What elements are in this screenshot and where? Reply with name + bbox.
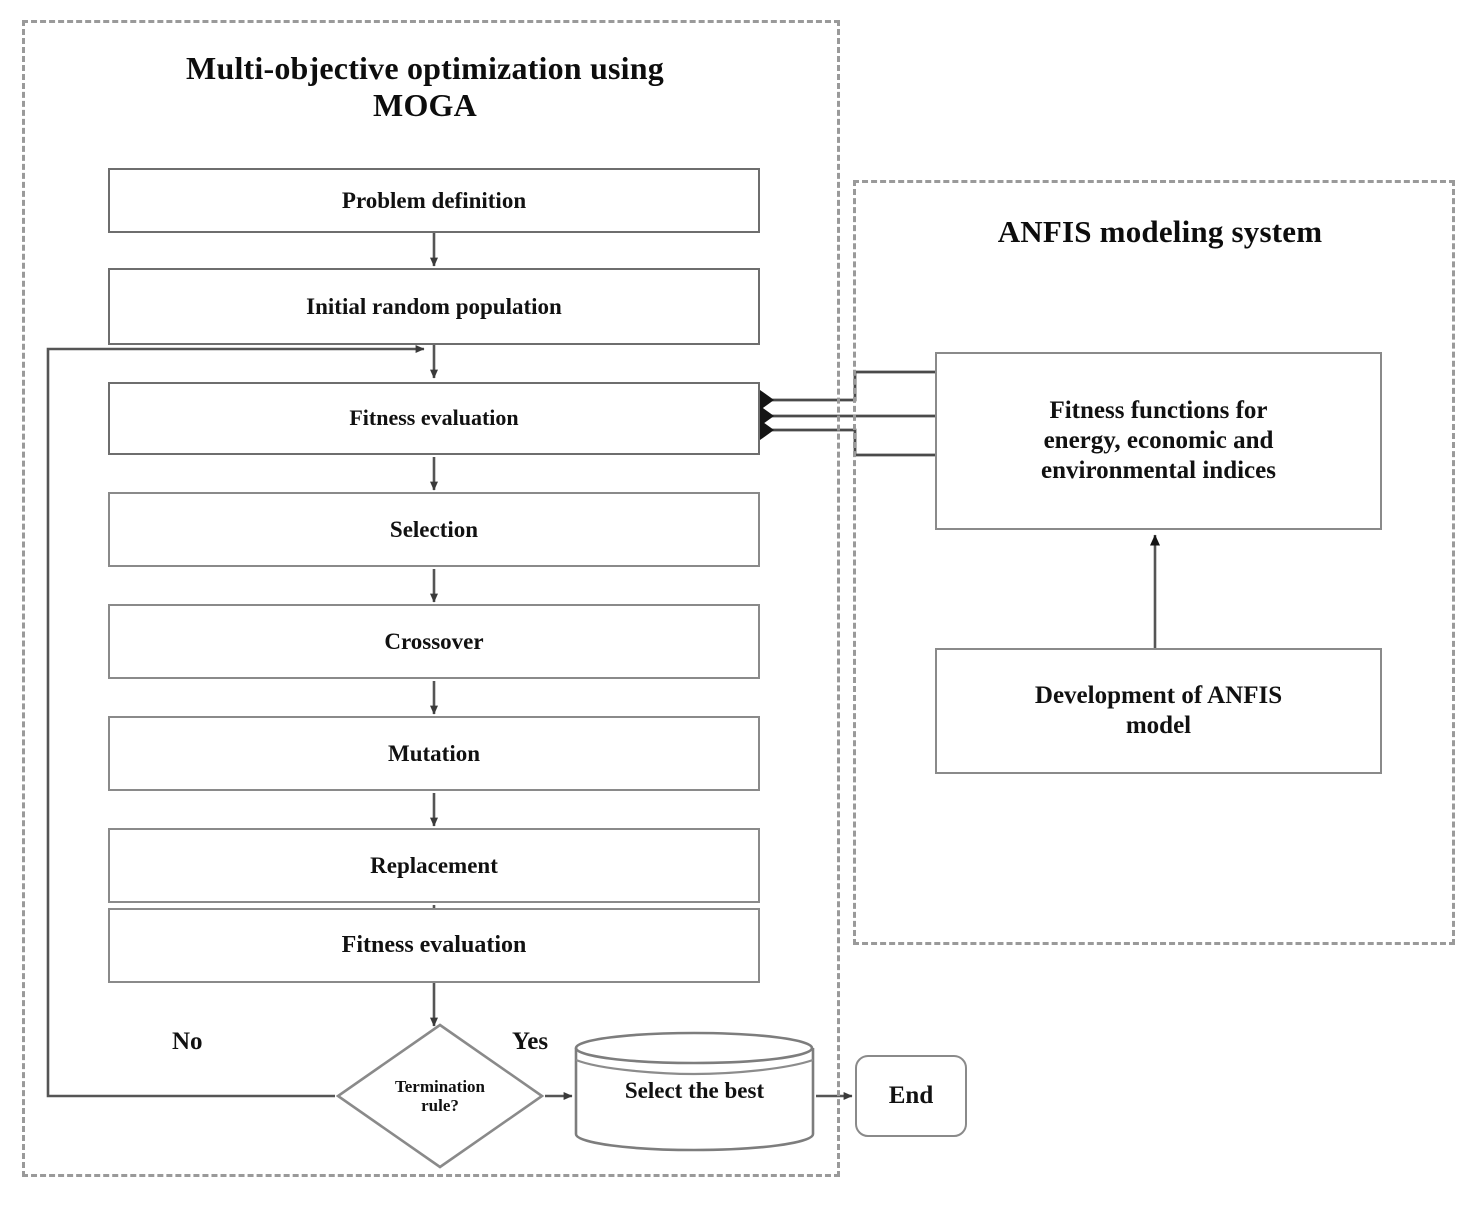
node-end[interactable]: End — [855, 1055, 967, 1137]
node-replacement[interactable]: Replacement — [108, 828, 760, 903]
moga-title-line-1: Multi-objective optimization using — [186, 50, 664, 86]
node-initial-random-population[interactable]: Initial random population — [108, 268, 760, 345]
termination-rule-label: Termination rule? — [335, 1022, 545, 1170]
branch-label-yes: Yes — [512, 1028, 549, 1055]
node-fitness-evaluation-2[interactable]: Fitness evaluation — [108, 908, 760, 983]
cylinder-shape — [574, 1031, 815, 1152]
fitness-functions-line-2: energy, economic and — [1043, 427, 1274, 454]
moga-panel-title: Multi-objective optimization using MOGA — [60, 50, 790, 124]
moga-title-line-2: MOGA — [373, 87, 477, 124]
node-crossover[interactable]: Crossover — [108, 604, 760, 679]
node-fitness-functions[interactable]: Fitness functions for energy, economic a… — [935, 352, 1382, 530]
panel-moga — [22, 20, 840, 1177]
anfis-model-line-2: model — [1125, 712, 1192, 739]
select-the-best-label: Select the best — [624, 1078, 765, 1103]
node-select-the-best[interactable]: Select the best — [573, 1030, 816, 1152]
node-termination-rule[interactable]: Termination rule? — [335, 1022, 545, 1170]
node-mutation[interactable]: Mutation — [108, 716, 760, 791]
fitness-functions-line-3: environmental indices — [1041, 457, 1276, 484]
diamond-shape — [335, 1023, 545, 1169]
anfis-panel-title: ANFIS modeling system — [997, 214, 1323, 249]
node-fitness-evaluation-1[interactable]: Fitness evaluation — [108, 382, 760, 455]
fitness-functions-line-1: Fitness functions for — [1049, 397, 1268, 424]
panel-anfis — [853, 180, 1455, 945]
branch-label-no: No — [172, 1028, 203, 1055]
anfis-model-line-1: Development of ANFIS — [1034, 682, 1283, 709]
node-development-of-anfis-model[interactable]: Development of ANFIS model — [935, 648, 1382, 774]
termination-line-2: rule? — [421, 1096, 459, 1115]
termination-line-1: Termination — [394, 1076, 486, 1096]
node-selection[interactable]: Selection — [108, 492, 760, 567]
node-problem-definition[interactable]: Problem definition — [108, 168, 760, 233]
